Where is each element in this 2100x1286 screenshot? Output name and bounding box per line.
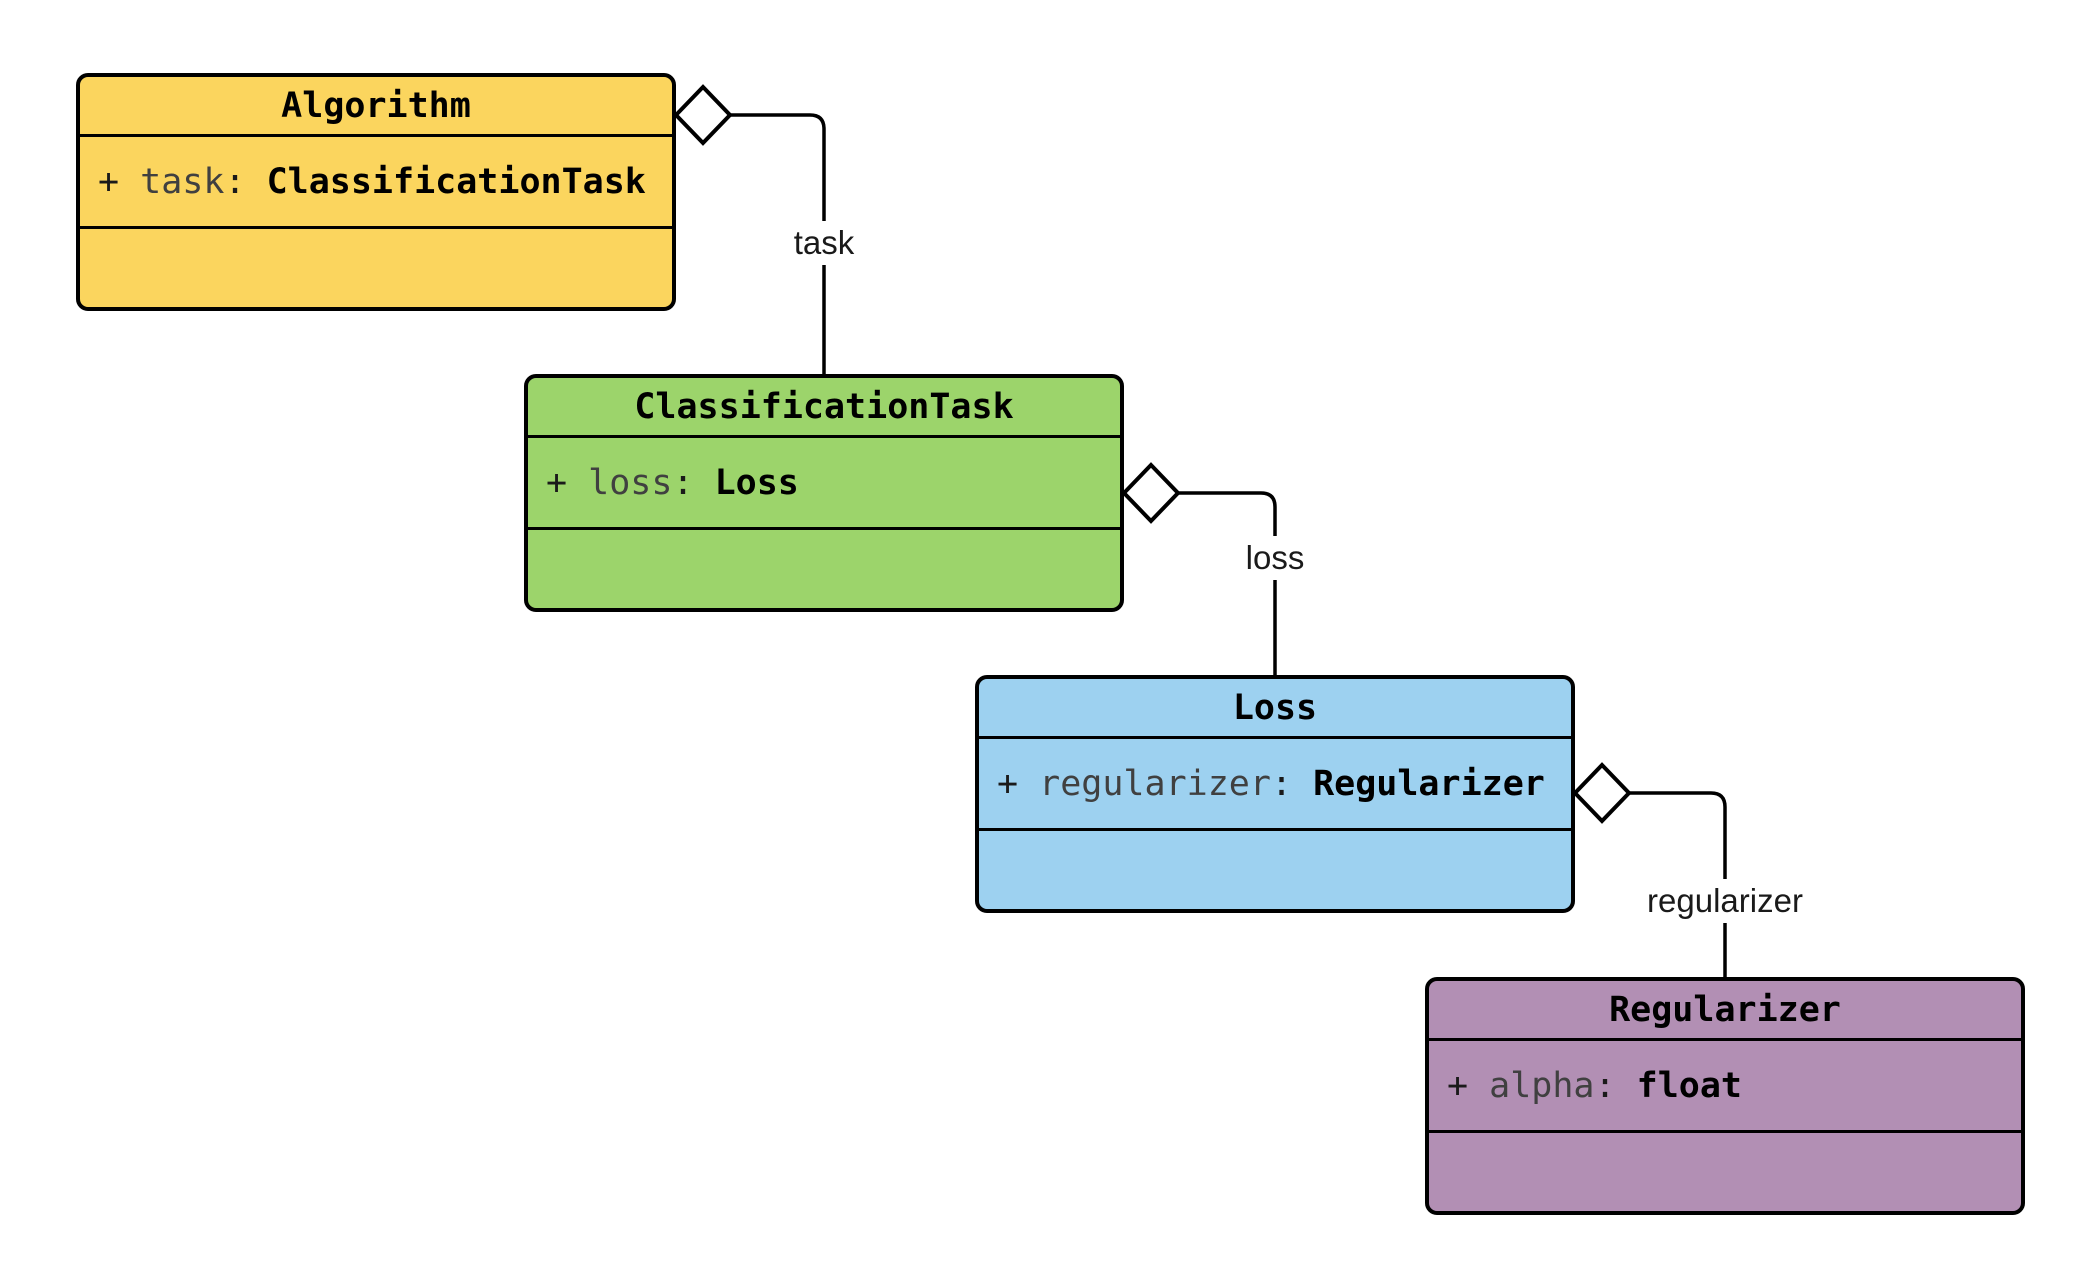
class-methods-compartment [1429,1133,2021,1211]
attribute-name: loss [588,462,673,503]
class-box-classificationtask: ClassificationTask + loss: Loss [524,374,1124,612]
attribute-name: regularizer [1039,763,1271,804]
class-title: Loss [979,679,1571,739]
attribute-type: Loss [714,462,799,503]
edge-task [673,84,826,374]
edge-regularizer [1572,762,1727,977]
class-title: ClassificationTask [528,378,1120,438]
class-title: Algorithm [80,77,672,137]
edge-regularizer-line [1629,791,1727,977]
class-attribute-row: + alpha: float [1429,1041,2021,1133]
class-methods-compartment [80,229,672,307]
aggregation-diamond-icon [673,84,733,146]
attribute-type: ClassificationTask [266,161,646,202]
edge-label-task: task [784,221,864,265]
edge-loss [1121,462,1277,675]
edge-task-line [730,113,826,374]
class-attribute-row: + loss: Loss [528,438,1120,530]
attribute-separator: : [672,462,694,503]
edge-loss-line [1178,491,1277,675]
attribute-type: float [1636,1065,1742,1106]
aggregation-diamond-icon [1572,762,1632,824]
class-title: Regularizer [1429,981,2021,1041]
class-box-algorithm: Algorithm + task: ClassificationTask [76,73,676,311]
class-methods-compartment [979,831,1571,909]
attribute-separator: : [1270,763,1293,804]
class-attribute-row: + regularizer: Regularizer [979,739,1571,831]
attribute-visibility: + [997,763,1019,804]
attribute-visibility: + [546,462,568,503]
attribute-visibility: + [98,161,120,202]
class-methods-compartment [528,530,1120,608]
attribute-name: task [140,161,225,202]
attribute-separator: : [224,161,246,202]
attribute-separator: : [1594,1065,1616,1106]
class-attribute-row: + task: ClassificationTask [80,137,672,229]
attribute-type: Regularizer [1313,763,1545,804]
edge-label-regularizer: regularizer [1638,879,1812,923]
aggregation-diamond-icon [1121,462,1181,524]
attribute-name: alpha [1489,1065,1595,1106]
edge-label-loss: loss [1236,536,1314,580]
attribute-visibility: + [1447,1065,1469,1106]
class-box-regularizer: Regularizer + alpha: float [1425,977,2025,1215]
class-box-loss: Loss + regularizer: Regularizer [975,675,1575,913]
